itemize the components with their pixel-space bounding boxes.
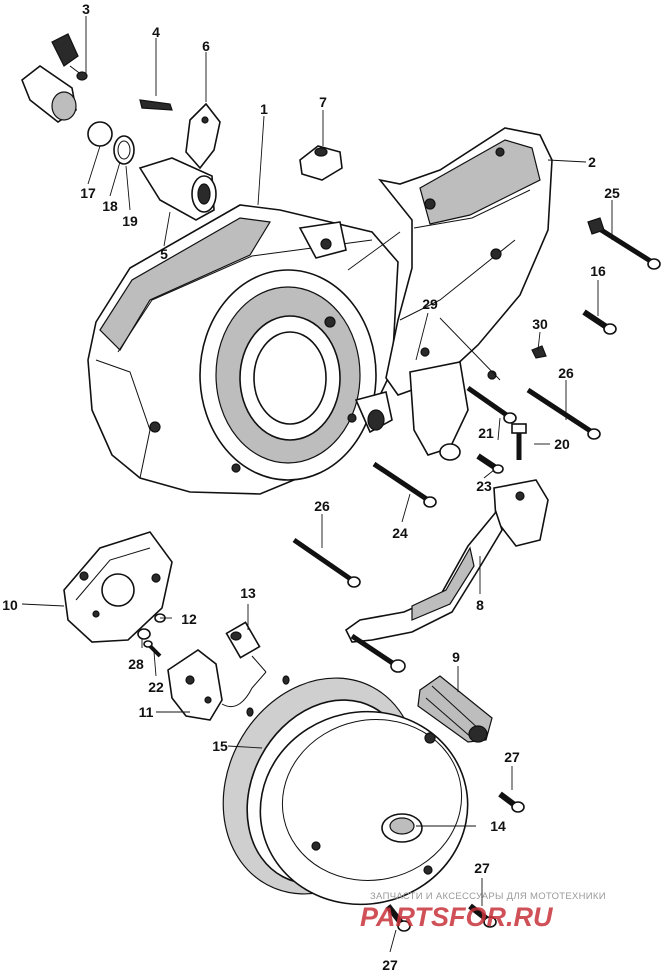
bolt-20 <box>511 423 527 460</box>
callout-7: 7 <box>319 94 327 110</box>
kick-starter-arm <box>344 479 549 673</box>
callout-26-upper: 26 <box>558 365 574 381</box>
callout-labels: 3 4 6 1 7 2 25 16 17 18 19 5 29 30 26 21… <box>2 1 620 973</box>
callout-14: 14 <box>490 818 506 834</box>
callout-28: 28 <box>128 656 144 672</box>
callout-10: 10 <box>2 597 18 613</box>
callout-15: 15 <box>212 738 228 754</box>
condenser <box>225 621 267 673</box>
rubber-cap <box>299 145 343 181</box>
callout-4: 4 <box>152 24 160 40</box>
small-screws <box>246 675 290 717</box>
callout-24: 24 <box>392 525 408 541</box>
bolt-16 <box>582 309 617 335</box>
watermark-logo: PARTSFOR.RU <box>360 902 554 932</box>
bolt-24 <box>372 461 437 508</box>
callout-13: 13 <box>240 585 256 601</box>
small-bolt-22 <box>143 640 162 658</box>
callout-1: 1 <box>260 101 268 117</box>
bolt-21 <box>466 385 517 424</box>
callout-12: 12 <box>181 611 197 627</box>
callout-27-lower-right: 27 <box>474 860 490 876</box>
bolt-23 <box>476 453 504 474</box>
contact-breaker-set <box>167 649 267 721</box>
screw-27-bottom <box>385 904 411 932</box>
screw-27-lower-right <box>468 903 497 928</box>
point-cover <box>259 710 469 906</box>
callout-27-bottom: 27 <box>382 957 398 973</box>
callout-11: 11 <box>139 704 154 720</box>
callout-22: 22 <box>148 679 164 695</box>
callout-6: 6 <box>202 38 210 54</box>
bolt-25 <box>587 217 661 270</box>
shift-shaft-assembly <box>21 33 221 221</box>
callout-20: 20 <box>554 436 570 452</box>
callout-25: 25 <box>604 185 620 201</box>
left-crankcase-cover <box>87 204 399 495</box>
leader-lines <box>21 16 613 953</box>
callout-8: 8 <box>476 597 484 613</box>
washer-28 <box>137 628 151 640</box>
clip-30 <box>531 345 547 359</box>
callout-29: 29 <box>422 296 438 312</box>
callout-27-right: 27 <box>504 749 520 765</box>
callout-9: 9 <box>452 649 460 665</box>
bolt-26-lower <box>292 537 361 588</box>
callout-3: 3 <box>82 1 90 17</box>
callout-16: 16 <box>590 263 606 279</box>
callout-30: 30 <box>532 316 548 332</box>
chain-case-cover <box>378 127 553 461</box>
kick-rubber <box>417 675 493 743</box>
breaker-base-plate <box>63 531 173 643</box>
bolt-26-upper <box>526 387 601 440</box>
screw-27-right <box>498 791 525 813</box>
callout-19: 19 <box>122 213 138 229</box>
callout-23: 23 <box>476 478 492 494</box>
callout-2: 2 <box>588 154 596 170</box>
watermark: ЗАПЧАСТИ И АКСЕССУАРЫ ДЛЯ МОТОТЕХНИКИ PA… <box>360 891 606 932</box>
callout-17: 17 <box>80 185 96 201</box>
callout-5: 5 <box>160 246 168 262</box>
callout-18: 18 <box>102 198 118 214</box>
callout-26-lower: 26 <box>314 498 330 514</box>
watermark-text: ЗАПЧАСТИ И АКСЕССУАРЫ ДЛЯ МОТОТЕХНИКИ <box>370 891 606 902</box>
callout-21: 21 <box>478 425 494 441</box>
